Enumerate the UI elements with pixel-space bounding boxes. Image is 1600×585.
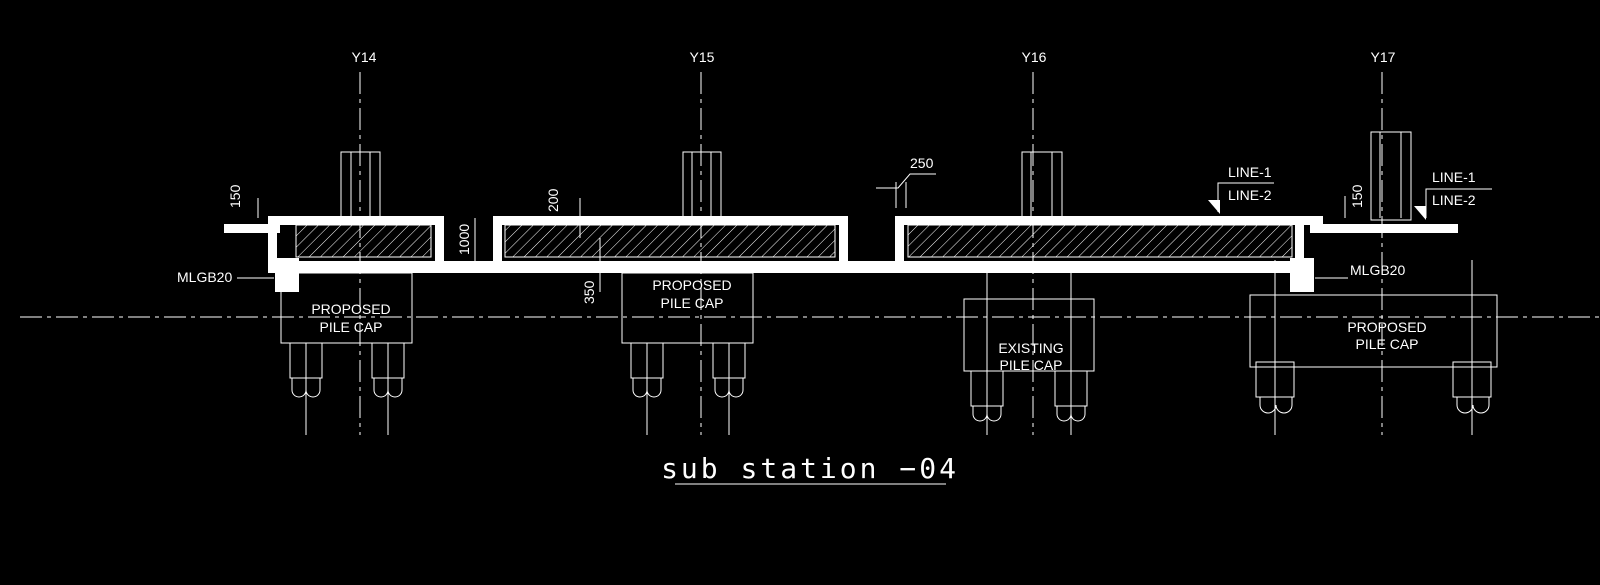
beam-tag-right: MLGB20 [1350,262,1405,278]
section-line-1-right: LINE-1 [1432,169,1476,185]
pile-cap-2-label-line2: PILE CAP [660,295,723,311]
drawing-title: sub station −04 [661,452,959,485]
grid-label-y15: Y15 [690,49,715,65]
hatch-infill [295,224,1293,258]
section-marker-right-arrow [1414,206,1426,220]
dimension-250: 250 [910,155,934,171]
dimension-1000: 1000 [456,224,472,255]
pile-cap-1-label-line2: PILE CAP [319,319,382,335]
section-line-2-center: LINE-2 [1228,187,1272,203]
column-y16 [1021,151,1063,219]
grid-label-y14: Y14 [352,49,377,65]
pile-cap-3-label-line2: PILE CAP [999,357,1062,373]
pile-cap-2-label-line1: PROPOSED [652,277,731,293]
pile-cap-1-label-line1: PROPOSED [311,301,390,317]
column-y17 [1370,131,1412,221]
grid-label-y16: Y16 [1022,49,1047,65]
pile-cap-2-outline [621,272,754,435]
dimension-350: 350 [581,280,597,304]
section-line-2-right: LINE-2 [1432,192,1476,208]
pile-cap-4-label-line1: PROPOSED [1347,319,1426,335]
pile-cap-3-outline [963,273,1095,435]
section-line-1-center: LINE-1 [1228,164,1272,180]
dimension-150-right: 150 [1349,184,1365,208]
pile-cap-1-outline [280,272,413,435]
beam-tag-left: MLGB20 [177,269,232,285]
pile-cap-4-outline [1249,260,1498,435]
slab-profile [224,216,1458,292]
dimension-200: 200 [545,188,561,212]
dimension-150-left: 150 [227,184,243,208]
pile-cap-3-label-line1: EXISTING [998,340,1063,356]
column-y15 [682,151,722,219]
pile-cap-4-label-line2: PILE CAP [1355,336,1418,352]
dimension-250-leader [876,173,936,189]
section-marker-center-arrow [1208,200,1220,214]
grid-label-y17: Y17 [1371,49,1396,65]
